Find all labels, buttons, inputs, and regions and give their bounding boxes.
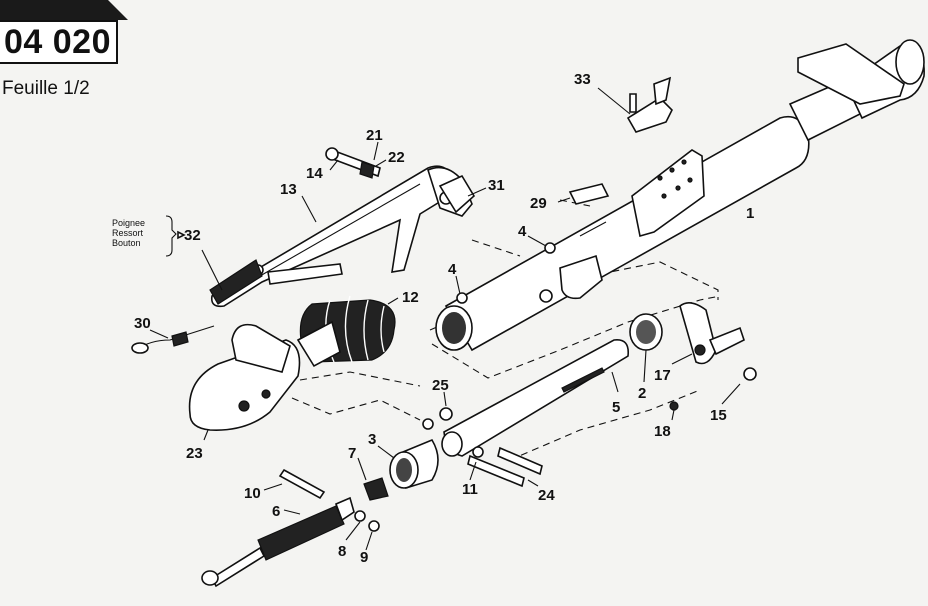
label-5: 5 (612, 399, 620, 416)
part-11-24-bolts (467, 446, 543, 488)
part-12-bellows (296, 295, 396, 368)
callout-line: Ressort (112, 228, 144, 238)
part-30-cable (131, 325, 215, 354)
label-30: 30 (134, 315, 151, 332)
part-10-bolt (278, 468, 326, 500)
part-25-nut (439, 407, 453, 421)
leader-lines (149, 87, 741, 551)
label-8: 8 (338, 543, 346, 560)
part-17-lever (679, 302, 745, 365)
part-4-nipple-bottom (456, 292, 468, 304)
callout-32-list: Poignee Ressort Bouton (112, 218, 145, 248)
label-6: 6 (272, 503, 280, 520)
part-1-drawbar-tube (435, 39, 925, 352)
reference-number: 04 020 (0, 20, 118, 64)
label-25: 25 (432, 377, 449, 394)
part-2-bushing (629, 313, 663, 351)
label-32: 32 (184, 227, 201, 244)
part-33-clamp (626, 76, 673, 133)
sheet-label: Feuille 1/2 (2, 78, 90, 99)
part-3-sleeve (389, 438, 439, 490)
part-4-nipple-top (544, 242, 556, 254)
part-8-washer (354, 510, 366, 522)
label-4-top: 4 (518, 223, 527, 240)
label-21: 21 (366, 127, 383, 144)
label-2: 2 (638, 385, 646, 402)
part-7-bush (363, 477, 389, 501)
part-23-coupling-head (188, 323, 301, 431)
label-24: 24 (538, 487, 555, 504)
label-13: 13 (280, 181, 297, 198)
label-33: 33 (574, 71, 591, 88)
label-17: 17 (654, 367, 671, 384)
part-15-nut (743, 367, 757, 381)
header-tab (0, 0, 128, 20)
label-11: 11 (462, 481, 478, 498)
label-29: 29 (530, 195, 547, 212)
label-9: 9 (360, 549, 368, 566)
part-18-nut (669, 401, 679, 411)
part-31-roller (438, 174, 476, 214)
label-1: 1 (746, 205, 754, 222)
label-15: 15 (710, 407, 727, 424)
part-6-damper (201, 496, 355, 588)
part-29-plate (568, 183, 610, 205)
label-14: 14 (306, 165, 323, 182)
part-25-washer (422, 418, 434, 430)
label-23: 23 (186, 445, 203, 462)
callout-arrow (177, 230, 186, 240)
part-14-21-22-bolt (325, 147, 381, 179)
label-4-bottom: 4 (448, 261, 457, 278)
label-10: 10 (244, 485, 261, 502)
label-7: 7 (348, 445, 356, 462)
label-12: 12 (402, 289, 419, 306)
callout-brace (165, 215, 177, 257)
callout-line: Bouton (112, 238, 141, 248)
label-22: 22 (388, 149, 405, 166)
part-5-inner-tube (441, 339, 630, 457)
part-13-brake-lever (209, 165, 473, 308)
label-18: 18 (654, 423, 671, 440)
part-9-nut (368, 520, 380, 532)
callout-line: Poignee (112, 218, 146, 228)
label-31: 31 (488, 177, 505, 194)
label-3: 3 (368, 431, 376, 448)
